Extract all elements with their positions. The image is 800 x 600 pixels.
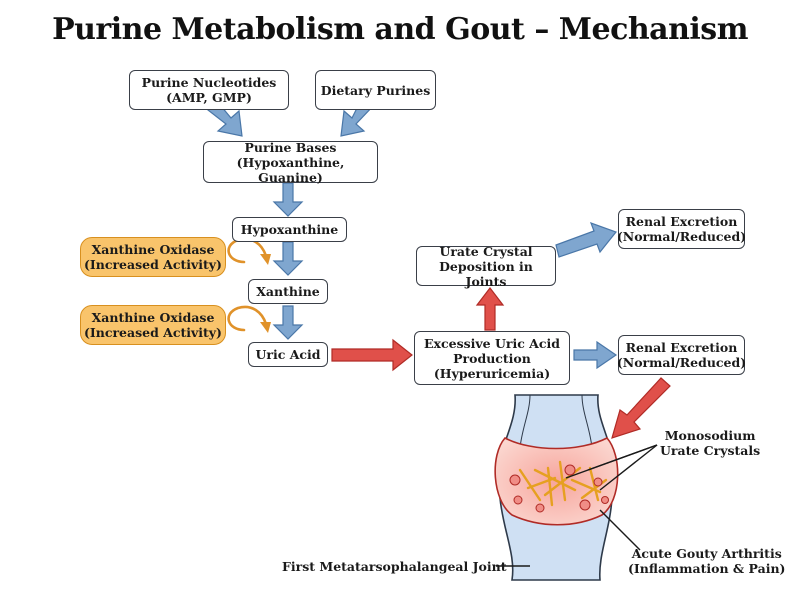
node-purine-bases-line-1: Purine Bases	[244, 139, 337, 155]
upper-bone-inner-2	[581, 394, 593, 449]
label-acute-gouty-arthritis-line-2: (Inflammation & Pain)	[628, 561, 786, 576]
label-first-metatarsophalangeal-joint: First Metatarsophalangeal Joint	[282, 559, 507, 574]
node-xanthine: Xanthine	[248, 279, 328, 304]
urate-crystals	[518, 460, 608, 507]
node-purine-bases: Purine Bases(Hypoxanthine, Guanine)	[203, 139, 378, 185]
arrow-excess-to-deposition	[475, 287, 505, 331]
node-renal-excretion-mid: Renal Excretion(Normal/Reduced)	[616, 335, 747, 375]
label-monosodium-urate-crystals-line-1: Monosodium	[664, 428, 756, 443]
node-xanthine-oxidase-2-line-2: (Increased Activity)	[84, 325, 222, 340]
node-purine-bases-line-2: (Hypoxanthine, Guanine)	[236, 154, 345, 185]
joint-illustration	[494, 394, 658, 581]
red-arrows	[331, 287, 671, 439]
node-xanthine-oxidase-1: Xanthine Oxidase(Increased Activity)	[80, 237, 226, 277]
curve-arrow-oxidase-1	[227, 237, 268, 264]
node-xanthine-oxidase-2: Xanthine Oxidase(Increased Activity)	[80, 305, 226, 345]
arrow-uric-acid-to-excess	[331, 338, 413, 372]
node-renal-excretion-top: Renal Excretion(Normal/Reduced)	[616, 209, 747, 249]
node-xanthine-oxidase-1-line-2: (Increased Activity)	[84, 257, 222, 272]
node-uric-acid-line-1: Uric Acid	[255, 347, 321, 362]
label-acute-gouty-arthritis: Acute Gouty Arthritis(Inflammation & Pai…	[628, 546, 785, 576]
node-xanthine-line-1: Xanthine	[256, 284, 320, 299]
pointer-lines	[496, 444, 658, 567]
node-dietary-purines-line-1: Dietary Purines	[320, 82, 431, 98]
node-xanthine-oxidase-1-line-1: Xanthine Oxidase	[91, 242, 215, 257]
node-renal-excretion-mid-line-2: (Normal/Reduced)	[616, 355, 747, 370]
label-acute-gouty-arthritis-line-1: Acute Gouty Arthritis	[631, 546, 782, 561]
node-renal-excretion-top-line-2: (Normal/Reduced)	[616, 229, 747, 244]
upper-bone-inner	[519, 394, 531, 449]
node-renal-excretion-mid-line-1: Renal Excretion	[625, 340, 738, 355]
curve-arrowhead-oxidase-1	[260, 254, 271, 265]
node-renal-excretion-top-line-1: Renal Excretion	[625, 214, 738, 229]
node-xanthine-oxidase-2-line-1: Xanthine Oxidase	[91, 310, 215, 325]
blue-arrows	[198, 93, 618, 370]
arrow-xanthine-to-uric-acid	[272, 305, 304, 340]
arrow-bases-to-hypoxanthine	[272, 182, 304, 217]
node-excessive-uric-acid-line-1: Excessive Uric Acid	[424, 335, 560, 351]
arrow-excess-to-renal	[573, 340, 618, 370]
curve-arrow-oxidase-2	[227, 305, 268, 332]
arrow-renal-to-joint	[611, 377, 671, 439]
label-monosodium-urate-crystals-line-2: Urate Crystals	[660, 443, 761, 458]
node-purine-nucleotides-line-2: (AMP, GMP)	[166, 90, 252, 105]
inflammatory-cells	[509, 464, 609, 513]
node-purine-nucleotides-line-1: Purine Nucleotides	[141, 75, 277, 90]
node-uric-acid: Uric Acid	[248, 342, 328, 367]
node-hypoxanthine: Hypoxanthine	[232, 217, 347, 242]
node-urate-crystal-deposition-line-1: Urate Crystal	[439, 243, 533, 259]
curve-arrowhead-oxidase-2	[260, 322, 271, 333]
page-title: Purine Metabolism and Gout – Mechanism	[52, 12, 748, 47]
node-excessive-uric-acid-line-3: (Hyperuricemia)	[433, 365, 551, 381]
node-excessive-uric-acid-line-2: Production	[453, 350, 531, 366]
node-purine-nucleotides: Purine Nucleotides(AMP, GMP)	[129, 70, 289, 110]
node-dietary-purines: Dietary Purines	[315, 70, 436, 110]
node-urate-crystal-deposition-line-2: Deposition in Joints	[439, 258, 533, 289]
arrow-deposition-to-renal	[555, 221, 617, 258]
node-hypoxanthine-line-1: Hypoxanthine	[240, 222, 339, 237]
arrow-hypoxanthine-to-xanthine	[272, 241, 304, 276]
